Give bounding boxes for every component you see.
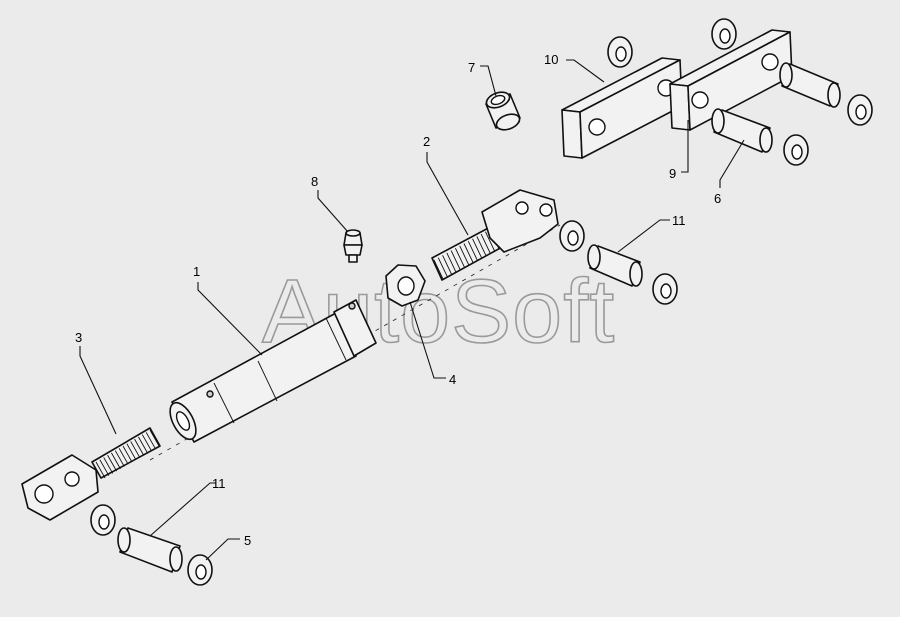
retaining-clip-icon [559,220,585,252]
callout-11-lower: 11 [212,476,226,491]
part-8-grease-fitting [343,229,363,263]
callout-8: 8 [311,174,318,189]
retaining-clip-icon [847,94,873,126]
callout-9: 9 [669,166,676,181]
callout-11-right: 11 [672,213,686,228]
retaining-clip-icon [783,134,809,166]
part-9-plate [669,18,793,131]
callout-3: 3 [75,330,82,345]
callout-7: 7 [468,60,475,75]
part-10-plate [561,36,683,159]
part-11-pin-right [559,220,678,305]
assembly-axis [149,224,561,461]
part-11-pin-lower [90,504,213,586]
part-3-lower-fork-rod [21,427,161,521]
callout-5: 5 [244,533,251,548]
part-7-bushing [485,91,521,131]
part-6-pin-middle [711,108,809,166]
callout-10: 10 [544,52,558,67]
part-6-pin-upper [779,62,873,126]
part-2-upper-fork-rod [431,189,559,281]
part-1-hex-body [169,299,377,443]
callout-6: 6 [714,191,721,206]
retaining-clip-icon [652,273,678,305]
callout-2: 2 [423,134,430,149]
leader-lines [79,59,745,561]
retaining-clip-icon [187,554,213,586]
retaining-clip-icon [90,504,116,536]
part-4-hex-nut [385,264,426,307]
retaining-clip-icon [711,18,737,50]
retaining-clip-icon [607,36,633,68]
callout-4: 4 [449,372,456,387]
callout-1: 1 [193,264,200,279]
